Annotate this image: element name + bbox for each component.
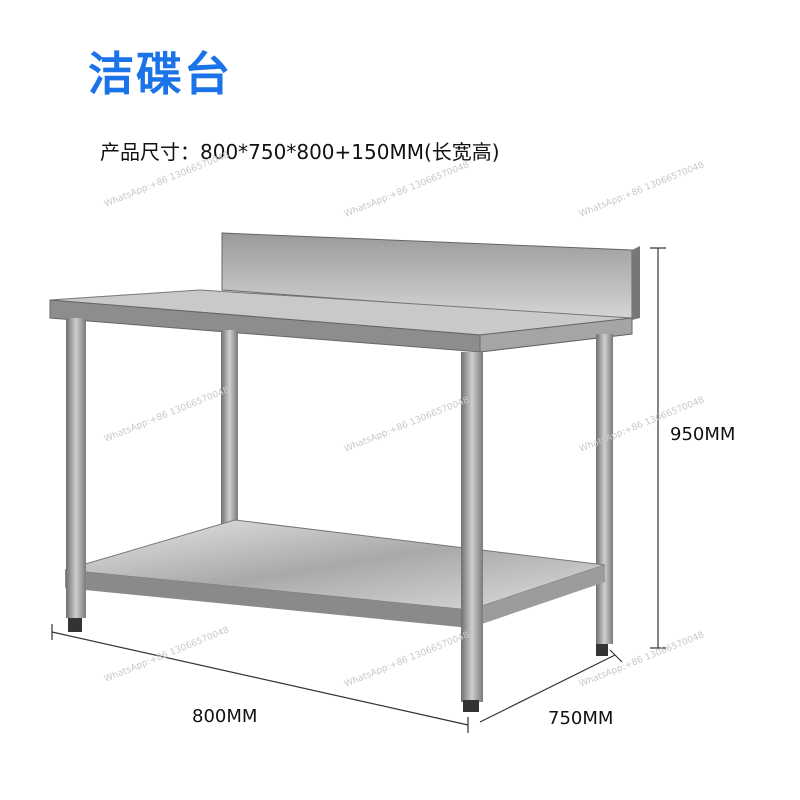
leg-foot xyxy=(68,618,82,632)
length-label: 800MM xyxy=(192,706,258,727)
leg-foot xyxy=(463,700,479,712)
height-label: 950MM xyxy=(670,424,736,445)
width-label: 750MM xyxy=(548,708,614,729)
lower-shelf-side-edge xyxy=(470,565,605,628)
table-leg xyxy=(596,334,613,644)
table-leg xyxy=(66,318,86,618)
table-leg xyxy=(461,352,483,702)
spec-label: 产品尺寸： xyxy=(100,140,200,164)
product-spec: 产品尺寸：800*750*800+150MM(长宽高) xyxy=(100,136,500,165)
dimension-tick xyxy=(609,649,623,663)
table-top-side-edge xyxy=(479,317,633,353)
backsplash-edge xyxy=(632,246,640,320)
dimension-lines xyxy=(51,247,666,733)
table-leg xyxy=(221,330,238,530)
spec-value: 800*750*800+150MM(长宽高) xyxy=(200,140,500,164)
product-title: 洁碟台 xyxy=(88,47,232,101)
length-dimension-line xyxy=(51,631,469,726)
leg-foot xyxy=(596,644,608,656)
lower-shelf-front-edge xyxy=(65,570,470,628)
width-dimension-line xyxy=(479,654,616,723)
